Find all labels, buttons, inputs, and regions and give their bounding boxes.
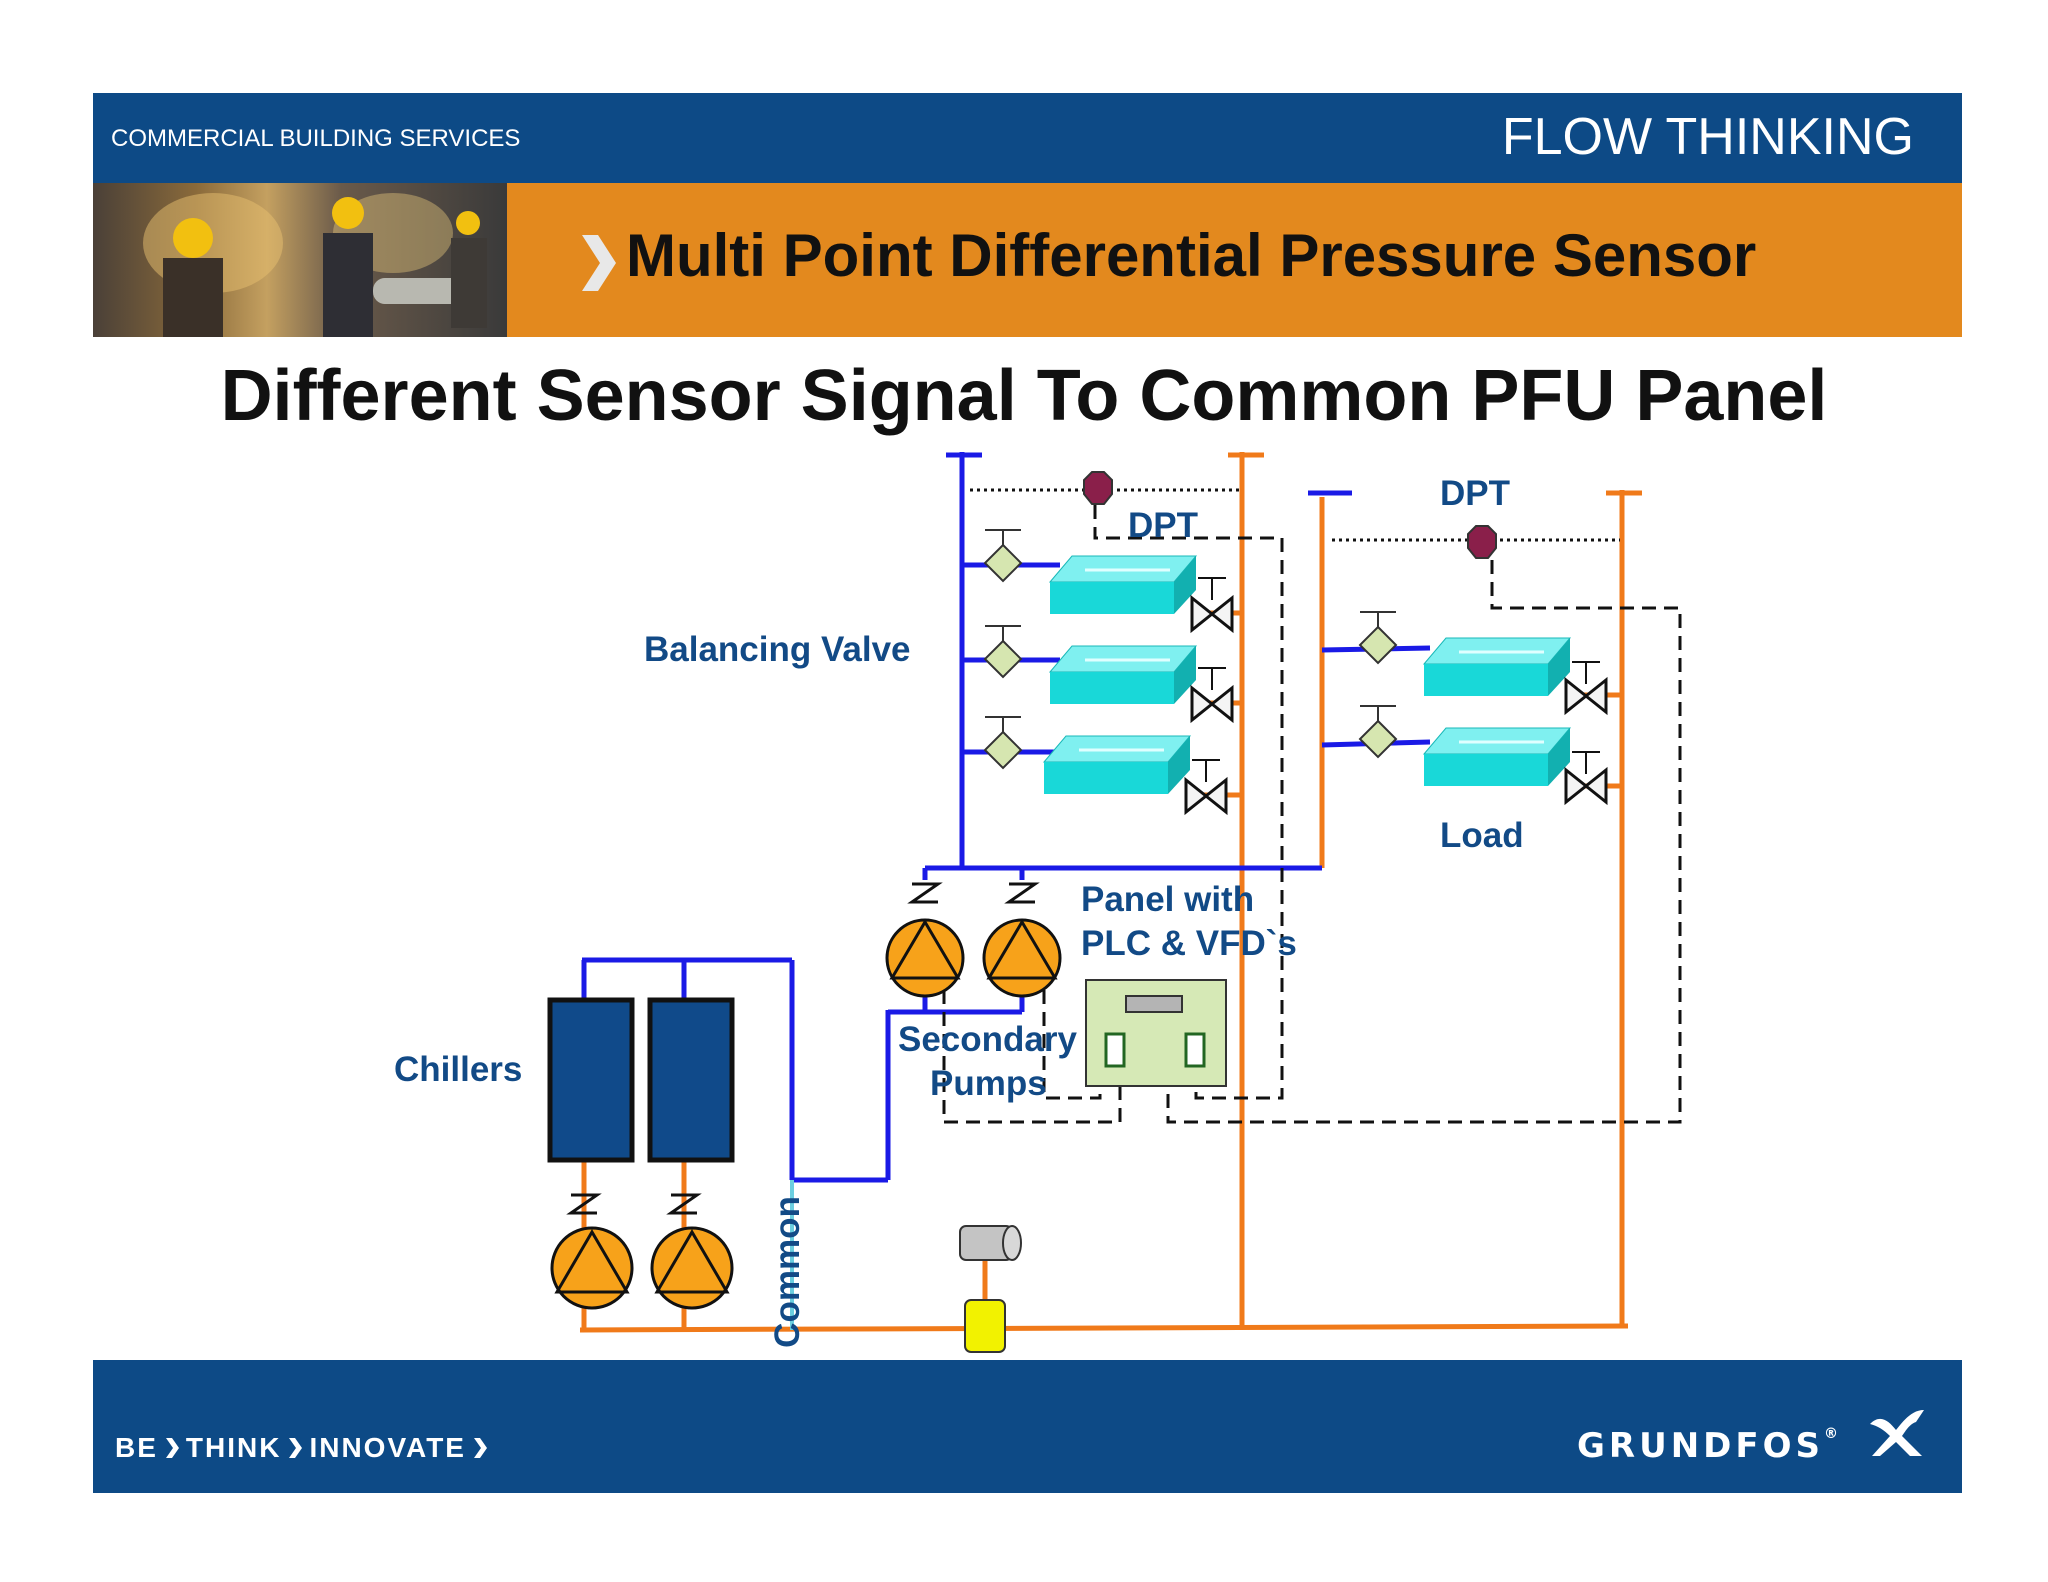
slogan-think: THINK <box>185 1432 282 1463</box>
control-valve-icon <box>1184 759 1228 816</box>
slogan: BE THINK INNOVATE <box>115 1432 488 1464</box>
coil-unit <box>1042 735 1192 794</box>
dpt-label-right: DPT <box>1440 474 1510 513</box>
slide-heading: Different Sensor Signal To Common PFU Pa… <box>220 356 1828 436</box>
workers-photo-art <box>143 193 487 337</box>
control-valve-icon <box>1564 751 1608 806</box>
control-valve-icon <box>1190 667 1234 724</box>
secondary-pumps <box>885 918 1062 998</box>
pump-icon <box>650 1226 734 1310</box>
load-coils <box>1042 555 1572 794</box>
panel-label-line1: Panel with <box>1081 880 1255 919</box>
balancing-valve-icon <box>983 529 1023 583</box>
plc-vfd-panel <box>1085 979 1227 1087</box>
pump-icon <box>885 918 965 998</box>
registered-mark: ® <box>1824 1426 1842 1442</box>
chevron-right-icon <box>165 1438 179 1458</box>
supply-piping <box>581 452 1431 1183</box>
balancing-valve-icon <box>1358 611 1398 665</box>
signal-cables <box>942 505 1682 1124</box>
check-valve-icon <box>666 1193 702 1215</box>
pump-icon <box>550 1226 634 1310</box>
chevron-right-icon <box>473 1438 487 1458</box>
control-valve-icon <box>1564 661 1608 716</box>
control-valve-icon <box>1190 577 1234 634</box>
chiller-unit <box>647 997 735 1163</box>
buffer-tank <box>964 1299 1006 1353</box>
control-valves <box>1184 577 1608 816</box>
check-valve-icon <box>1004 882 1040 904</box>
balancing-valve-icon <box>983 716 1023 770</box>
pressure-tap-lines <box>970 488 1620 542</box>
brand-wordmark: GRUNDFOS® <box>1577 1426 1842 1466</box>
check-valve-icon <box>566 1193 602 1215</box>
pump-icon <box>982 918 1062 998</box>
workers-photo <box>93 183 507 337</box>
secondary-pumps-label-line2: Pumps <box>930 1064 1047 1103</box>
header-bar: COMMERCIAL BUILDING SERVICES FLOW THINKI… <box>93 93 1962 183</box>
coil-unit <box>1048 645 1198 704</box>
dpt-label-left: DPT <box>1128 506 1198 545</box>
section-label: COMMERCIAL BUILDING SERVICES <box>111 125 521 152</box>
hvac-piping-diagram <box>547 452 1682 1353</box>
balancing-valve-label: Balancing Valve <box>644 630 911 669</box>
primary-pumps <box>550 1226 734 1310</box>
dpt-sensor-icon <box>1467 525 1497 559</box>
chevron-right-icon <box>289 1438 303 1458</box>
coil-unit <box>1422 637 1572 696</box>
tagline: FLOW THINKING <box>1501 108 1914 166</box>
load-label: Load <box>1440 816 1524 855</box>
coil-unit <box>1422 727 1572 786</box>
chillers-label: Chillers <box>394 1050 523 1089</box>
grundfos-logo-icon <box>1870 1410 1924 1456</box>
slogan-innovate: INNOVATE <box>309 1432 466 1463</box>
balancing-valve-icon <box>983 625 1023 679</box>
footer-bar: BE THINK INNOVATE GRUNDFOS® <box>93 1360 1962 1493</box>
secondary-pumps-label-line1: Secondary <box>898 1020 1077 1059</box>
check-valves <box>566 882 1040 1215</box>
brand-name: GRUNDFOS <box>1577 1426 1824 1466</box>
coil-unit <box>1048 555 1198 614</box>
dpt-sensor-icon <box>1083 471 1113 505</box>
expansion-vessel <box>959 1225 1022 1261</box>
balancing-valves <box>983 529 1398 770</box>
balancing-valve-icon <box>1358 705 1398 759</box>
common-pipe-label: Common <box>767 1196 807 1348</box>
chevron-right-icon <box>582 235 616 291</box>
panel-label-line2: PLC & VFD`s <box>1081 924 1297 963</box>
slogan-be: BE <box>115 1432 158 1463</box>
title-banner: Multi Point Differential Pressure Sensor <box>93 183 1962 337</box>
chiller-unit <box>547 997 635 1163</box>
slide-subtitle: Multi Point Differential Pressure Sensor <box>626 222 1757 289</box>
check-valve-icon <box>907 882 943 904</box>
